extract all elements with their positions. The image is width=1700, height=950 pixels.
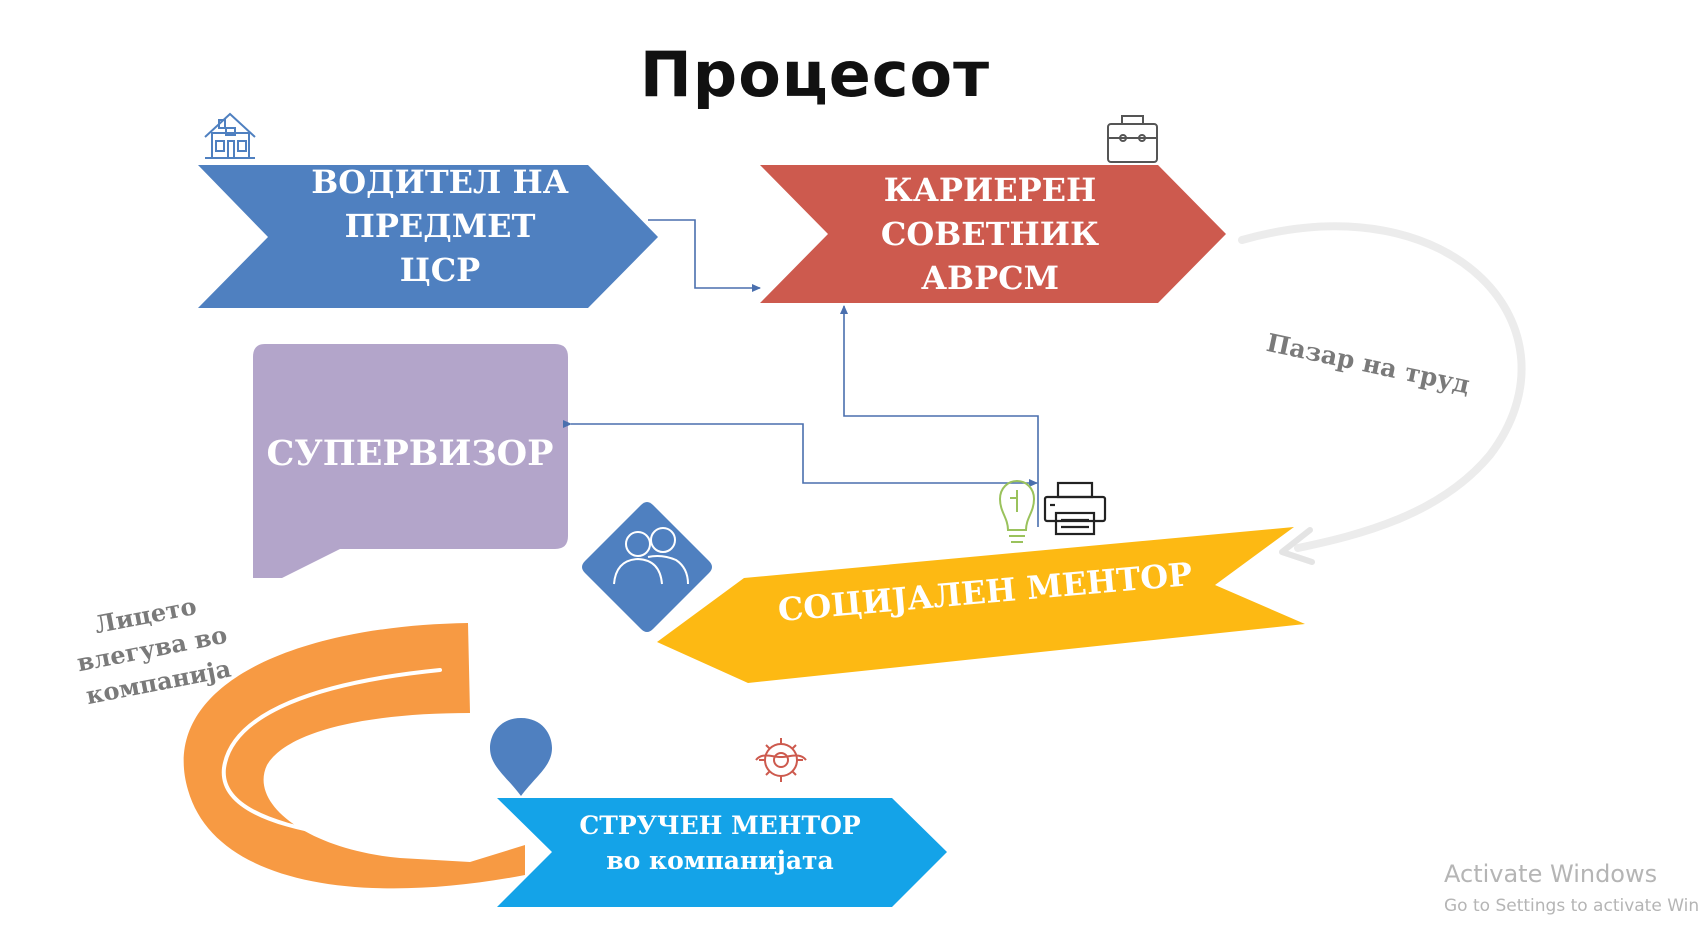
voditel-label: ВОДИТЕЛ НА ПРЕДМЕТ ЦСР	[240, 160, 640, 292]
printer-icon	[1043, 481, 1107, 536]
supervizor-label: СУПЕРВИЗОР	[266, 433, 554, 474]
voditel-shape	[198, 165, 658, 308]
briefcase-icon	[1107, 115, 1158, 163]
orange-inner-stroke	[221, 668, 462, 845]
connector-mentor-karieren	[840, 305, 1039, 527]
connector-supervizor-mentor	[563, 420, 1038, 487]
socijalen-shape	[657, 527, 1305, 683]
karieren-line-1: КАРИЕРЕН	[883, 171, 1097, 209]
lightbulb-puzzle-icon	[998, 479, 1036, 543]
page-title: Процесот	[639, 38, 991, 111]
voditel-line-3: ЦСР	[399, 251, 481, 289]
voditel-line-2: ПРЕДМЕТ	[344, 207, 536, 245]
voditel-line-1: ВОДИТЕЛ НА	[311, 163, 569, 201]
activation-watermark-title: Activate Windows	[1444, 860, 1658, 888]
orange-curve	[183, 623, 526, 889]
activation-watermark-subtitle: Go to Settings to activate Windo	[1444, 896, 1700, 916]
strucen-line-1: СТРУЧЕН МЕНТОР	[579, 811, 861, 840]
karieren-shape	[760, 165, 1226, 303]
strucen-label: СТРУЧЕН МЕНТОР во компанијата	[560, 808, 880, 878]
map-pin-icon	[490, 718, 552, 796]
labor-market-arrowhead	[1279, 527, 1315, 565]
gear-icon	[755, 738, 807, 782]
connector-voditel-karieren	[648, 219, 761, 292]
strucen-shape	[497, 798, 947, 907]
karieren-line-2: СОВЕТНИК	[880, 215, 1100, 253]
supervizor-shape	[253, 344, 568, 578]
house-icon	[204, 112, 256, 159]
karieren-line-3: АВРСМ	[920, 259, 1060, 297]
orange-inner-arrowhead	[444, 828, 468, 858]
labor-market-curve	[1238, 222, 1526, 552]
strucen-line-2: во компанијата	[606, 846, 834, 875]
karieren-label: КАРИЕРЕН СОВЕТНИК АВРСМ	[780, 168, 1200, 300]
people-icon	[582, 502, 712, 632]
